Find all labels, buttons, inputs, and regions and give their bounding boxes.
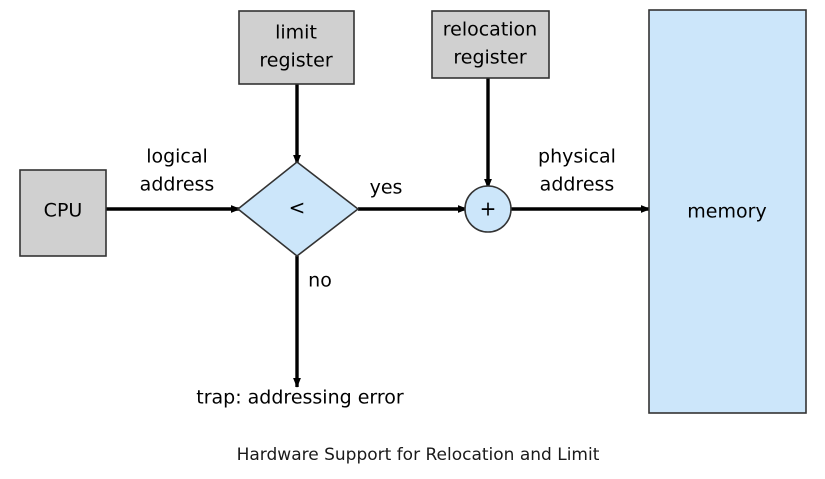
compare-operator-label: < (289, 196, 306, 220)
relocation-register-box[interactable] (431, 10, 550, 79)
yes-branch-label: yes (370, 177, 403, 199)
node-memory[interactable]: memory (648, 9, 807, 414)
figure-caption: Hardware Support for Relocation and Limi… (237, 445, 600, 465)
relocation-register-label-line2: register (453, 47, 526, 69)
compare-diamond[interactable] (236, 160, 360, 258)
adder-circle[interactable] (464, 185, 512, 233)
cpu-label: CPU (44, 200, 83, 222)
physical-address-label-line2: address (540, 174, 615, 196)
no-branch-label: no (308, 270, 332, 292)
memory-label: memory (687, 201, 766, 223)
memory-box[interactable] (648, 9, 807, 414)
logical-address-label-line2: address (140, 174, 215, 196)
relocation-register-label-line1: relocation (443, 19, 537, 41)
cpu-box[interactable] (19, 169, 107, 257)
limit-register-label-line2: register (259, 50, 332, 72)
node-adder[interactable]: + (464, 185, 512, 233)
adder-operator-label: + (480, 197, 497, 221)
logical-address-label-line1: logical (146, 146, 208, 168)
physical-address-label-line1: physical (538, 146, 616, 168)
node-relocation-register[interactable]: relocation register (431, 10, 550, 79)
node-cpu[interactable]: CPU (19, 169, 107, 257)
limit-register-label-line1: limit (275, 22, 317, 44)
node-compare-decision[interactable]: < (236, 160, 360, 258)
node-limit-register[interactable]: limit register (238, 10, 355, 85)
trap-message-label: trap: addressing error (196, 387, 404, 409)
limit-register-box[interactable] (238, 10, 355, 85)
